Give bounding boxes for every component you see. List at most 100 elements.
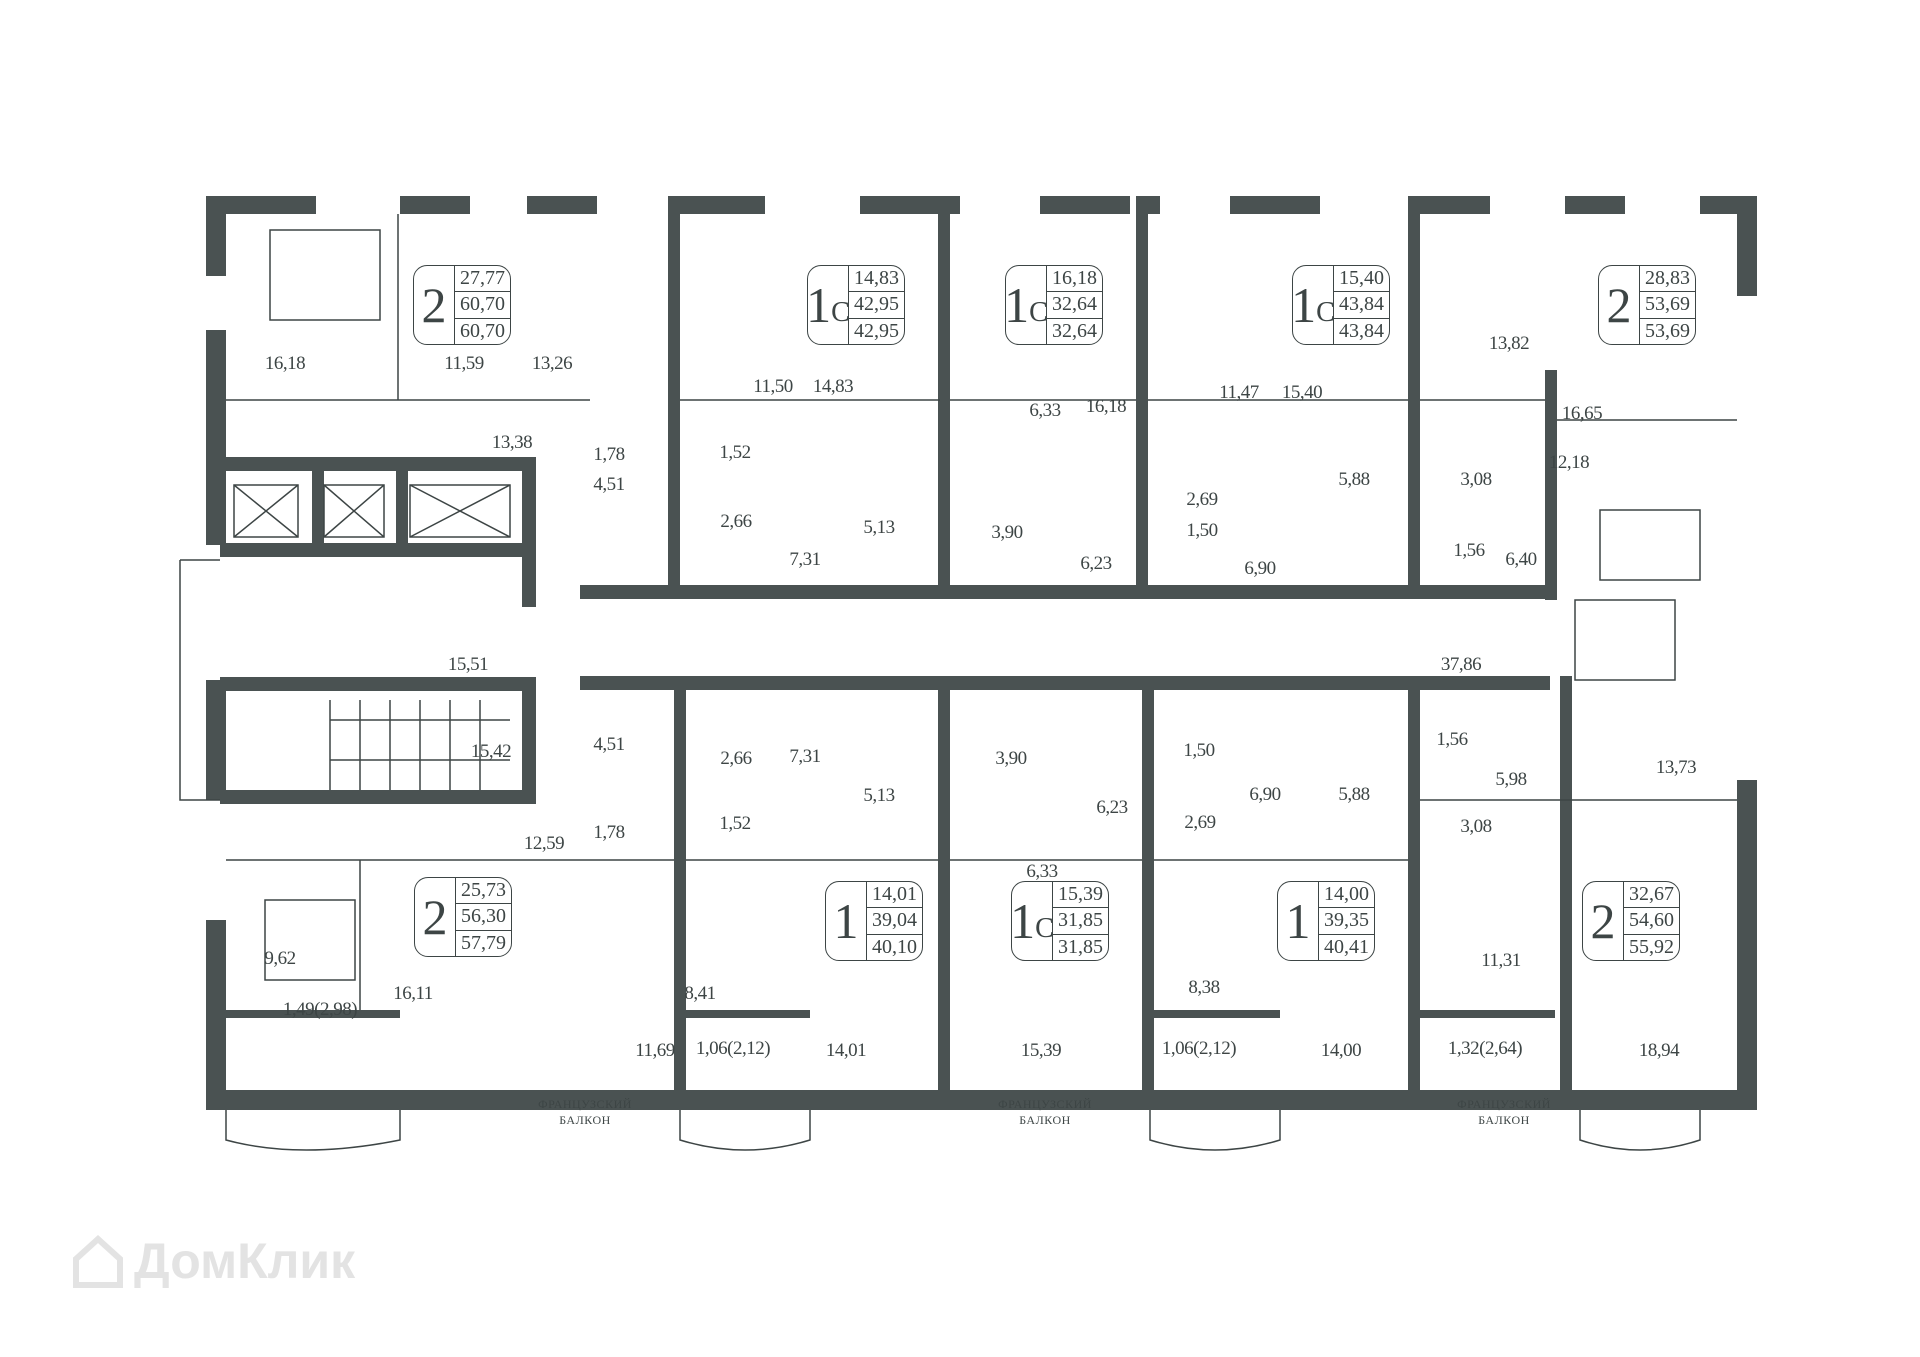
room-area-label: 16,11 — [393, 983, 433, 1004]
total-area: 39,04 — [867, 908, 922, 935]
living-area: 14,01 — [867, 882, 922, 909]
room-area-label: 6,23 — [1080, 553, 1112, 574]
room-area-label: 7,31 — [789, 549, 821, 570]
room-area-label: 1,50 — [1183, 740, 1215, 761]
walls — [206, 196, 1757, 1110]
room-area-label: 6,90 — [1249, 784, 1281, 805]
room-area-label: 13,38 — [491, 432, 533, 453]
living-area: 15,40 — [1334, 266, 1389, 293]
room-area-label: 6,40 — [1505, 549, 1537, 570]
room-area-label: 15,39 — [1020, 1040, 1062, 1061]
room-area-label: 1,52 — [719, 813, 751, 834]
room-area-label: 8,41 — [684, 983, 716, 1004]
room-area-label: 2,69 — [1184, 812, 1216, 833]
room-area-label: 13,73 — [1655, 757, 1697, 778]
room-area-label: 1,56 — [1436, 729, 1468, 750]
room-area-label: 13,82 — [1488, 333, 1530, 354]
room-count: 2 — [1590, 893, 1616, 949]
room-count: 1 — [1285, 893, 1311, 949]
total-area-with-balcony: 32,64 — [1052, 319, 1097, 342]
total-area-with-balcony: 57,79 — [461, 931, 506, 954]
total-area: 54,60 — [1624, 908, 1679, 935]
room-area-label: 15,42 — [470, 741, 512, 762]
room-area-label: 37,86 — [1440, 654, 1482, 675]
room-area-label: 6,23 — [1096, 797, 1128, 818]
room-area-label: 11,69 — [635, 1040, 675, 1061]
room-area-label: 3,90 — [995, 748, 1027, 769]
total-area-with-balcony: 60,70 — [460, 319, 505, 342]
room-area-label: 14,01 — [825, 1040, 867, 1061]
total-area: 42,95 — [849, 292, 904, 319]
living-area: 14,00 — [1319, 882, 1374, 909]
room-area-label: 1,06(2,12) — [1161, 1038, 1237, 1059]
room-area-label: 1,50 — [1186, 520, 1218, 541]
room-area-label: 4,51 — [593, 474, 625, 495]
living-area: 25,73 — [456, 878, 511, 905]
room-area-label: 8,38 — [1188, 977, 1220, 998]
room-area-label: 11,50 — [753, 376, 793, 397]
room-area-label: 1,32(2,64) — [1447, 1038, 1523, 1059]
room-area-label: 5,88 — [1338, 784, 1370, 805]
room-area-label: 18,94 — [1638, 1040, 1680, 1061]
living-area: 32,67 — [1624, 882, 1679, 909]
room-area-label: 15,40 — [1281, 382, 1323, 403]
inner-lines — [179, 214, 1737, 1151]
room-area-label: 1,49(2,98) — [282, 999, 358, 1020]
room-area-label: 1,52 — [719, 442, 751, 463]
room-count: 2 — [1606, 277, 1632, 333]
total-area: 60,70 — [455, 292, 510, 319]
room-area-label: 11,31 — [1481, 950, 1521, 971]
room-area-label: 2,66 — [720, 748, 752, 769]
house-icon — [73, 1234, 123, 1288]
room-count: 1 — [833, 893, 859, 949]
total-area: 53,69 — [1640, 292, 1695, 319]
watermark-logo: ДомКлик — [70, 1232, 355, 1290]
room-area-label: 15,51 — [447, 654, 489, 675]
room-area-label: 1,56 — [1453, 540, 1485, 561]
room-area-label: 11,47 — [1219, 382, 1259, 403]
total-area-with-balcony: 55,92 — [1629, 935, 1674, 958]
room-area-label: 5,13 — [863, 785, 895, 806]
room-area-label: 9,62 — [264, 948, 296, 969]
room-area-label: 6,33 — [1026, 861, 1058, 882]
total-area: 32,64 — [1047, 292, 1102, 319]
total-area: 56,30 — [456, 904, 511, 931]
room-area-label: 6,33 — [1029, 400, 1061, 421]
room-count: 2 — [421, 277, 447, 333]
room-area-label: 4,51 — [593, 734, 625, 755]
room-area-label: 5,13 — [863, 517, 895, 538]
living-area: 27,77 — [455, 266, 510, 293]
room-area-label: 6,90 — [1244, 558, 1276, 579]
total-area: 43,84 — [1334, 292, 1389, 319]
room-area-label: 16,18 — [1085, 396, 1127, 417]
room-area-label: 14,83 — [812, 376, 854, 397]
room-area-label: 3,08 — [1460, 816, 1492, 837]
room-area-label: 12,59 — [523, 833, 565, 854]
room-area-label: 5,88 — [1338, 469, 1370, 490]
room-area-label: 16,18 — [264, 353, 306, 374]
total-area: 31,85 — [1053, 908, 1108, 935]
room-area-label: 3,08 — [1460, 469, 1492, 490]
room-area-label: 3,90 — [991, 522, 1023, 543]
total-area-with-balcony: 31,85 — [1058, 935, 1103, 958]
total-area-with-balcony: 43,84 — [1339, 319, 1384, 342]
living-area: 15,39 — [1053, 882, 1108, 909]
room-area-label: 2,69 — [1186, 489, 1218, 510]
total-area-with-balcony: 53,69 — [1645, 319, 1690, 342]
room-count: 2 — [422, 889, 448, 945]
living-area: 14,83 — [849, 266, 904, 293]
